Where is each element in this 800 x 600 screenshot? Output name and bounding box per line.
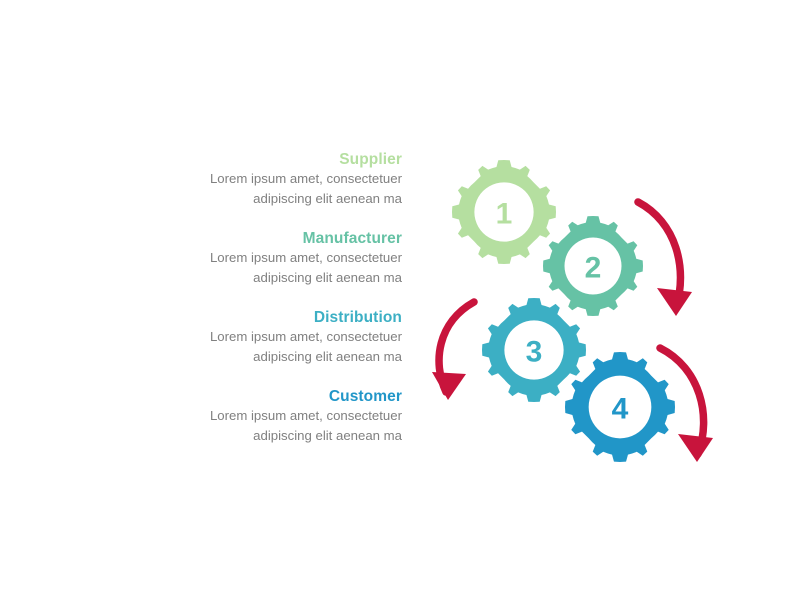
gear-4-number: 4 [612,393,629,426]
step-desc-supplier-line1: Lorem ipsum amet, consectetuer [209,171,402,186]
step-desc-manufacturer-line2: adipiscing elit aenean ma [253,269,402,285]
arrow-3-to-4-icon [656,344,713,462]
gear-1-number: 1 [496,198,513,231]
step-block-distribution: Distribution Lorem ipsum amet, consectet… [180,308,402,366]
step-block-manufacturer: Manufacturer Lorem ipsum amet, consectet… [180,229,402,287]
step-title-manufacturer: Manufacturer [302,230,402,247]
step-desc-distribution-line2: adipiscing elit aenean ma [253,348,402,364]
steps-text-column: Supplier Lorem ipsum amet, consectetuer … [180,150,402,466]
step-desc-customer-line2: adipiscing elit aenean ma [253,427,402,443]
arrow-1-to-2-icon [634,198,692,316]
gear-diagram: 1 2 3 4 [420,130,760,490]
step-title-supplier: Supplier [339,151,402,168]
step-desc-customer-line1: Lorem ipsum amet, consectetuer [209,408,402,423]
step-title-distribution: Distribution [313,309,402,326]
step-desc-manufacturer-line1: Lorem ipsum amet, consectetuer [209,250,402,265]
step-desc-supplier-line2: adipiscing elit aenean ma [253,190,402,206]
arrow-2-to-3-icon [432,298,478,400]
step-title-customer: Customer [328,388,402,405]
step-block-customer: Customer Lorem ipsum amet, consectetuer … [180,387,402,445]
gear-2-number: 2 [585,252,602,285]
gear-3-number: 3 [526,336,543,369]
step-block-supplier: Supplier Lorem ipsum amet, consectetuer … [180,150,402,208]
step-desc-distribution-line1: Lorem ipsum amet, consectetuer [209,329,402,344]
